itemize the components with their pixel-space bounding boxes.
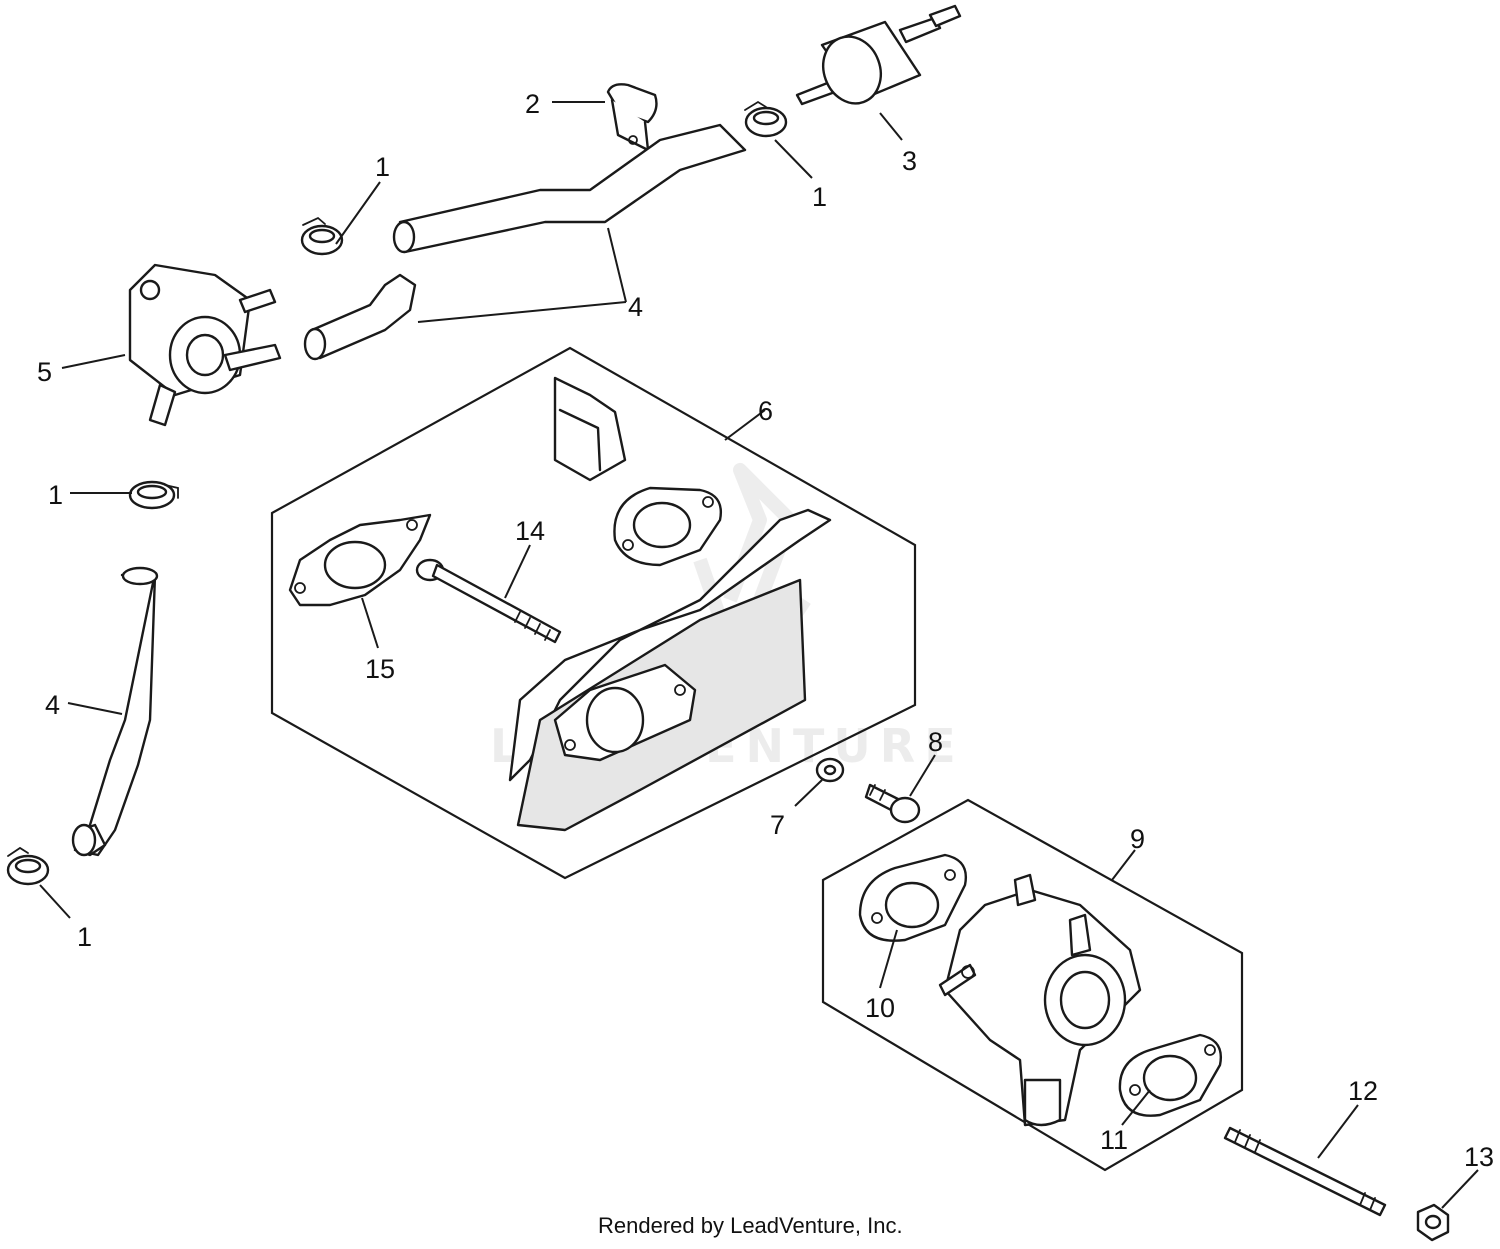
nut-part-13: [1416, 1203, 1450, 1242]
bolt-part-8: [864, 783, 921, 824]
stud-part-14: [415, 558, 562, 644]
render-credit: Rendered by LeadVenture, Inc.: [598, 1213, 903, 1238]
callout-labels: 2 3 1 1 4 5 1 6 14 15 4 8 7 9 1 10 11 12…: [37, 89, 1494, 1172]
gasket-part-15: [288, 513, 432, 607]
callout-8: 8: [928, 727, 943, 757]
fuel-filter-part: [795, 4, 962, 106]
callout-10: 10: [865, 993, 895, 1023]
fuel-hose-upper-part: [392, 123, 747, 254]
gasket-part-10: [858, 853, 967, 942]
callout-1-upper-right: 1: [812, 182, 827, 212]
gasket-part-11: [1118, 1033, 1222, 1117]
carburetor-part: [938, 873, 1142, 1127]
fuel-hose-short-part: [303, 273, 417, 361]
callout-1-upper-left: 1: [375, 152, 390, 182]
washer-part-7: [815, 757, 845, 783]
kit-box-9: [821, 798, 1244, 1172]
callout-1-lower-left: 1: [77, 922, 92, 952]
callout-4-lower: 4: [45, 690, 60, 720]
callout-14: 14: [515, 516, 545, 546]
hose-clamp-part-b: [744, 100, 788, 138]
callout-11: 11: [1100, 1125, 1128, 1155]
hose-clamp-part-d: [6, 846, 50, 886]
fuel-pump-part: [128, 263, 282, 427]
callout-9: 9: [1130, 824, 1145, 854]
fuel-hose-lower-part: [71, 566, 159, 857]
callout-12: 12: [1348, 1076, 1378, 1106]
callout-5: 5: [37, 357, 52, 387]
leader-lines: [39, 101, 1479, 1209]
callout-13: 13: [1464, 1142, 1494, 1172]
kit-box-6: [270, 346, 917, 880]
callout-15: 15: [365, 654, 395, 684]
callout-6: 6: [758, 396, 773, 426]
callout-3: 3: [902, 146, 917, 176]
stud-part-12: [1223, 1126, 1387, 1217]
hose-clamp-part-a: [300, 216, 344, 256]
bracket-part: [553, 376, 627, 482]
heat-shield-part: [508, 508, 832, 832]
hose-clip-part: [606, 83, 658, 152]
hose-clamp-part-c: [128, 480, 179, 510]
callout-7: 7: [770, 810, 785, 840]
callout-2: 2: [525, 89, 540, 119]
callout-1-middle-left: 1: [48, 480, 63, 510]
gasket-upper-part: [613, 486, 722, 567]
callout-4-upper: 4: [628, 292, 643, 322]
